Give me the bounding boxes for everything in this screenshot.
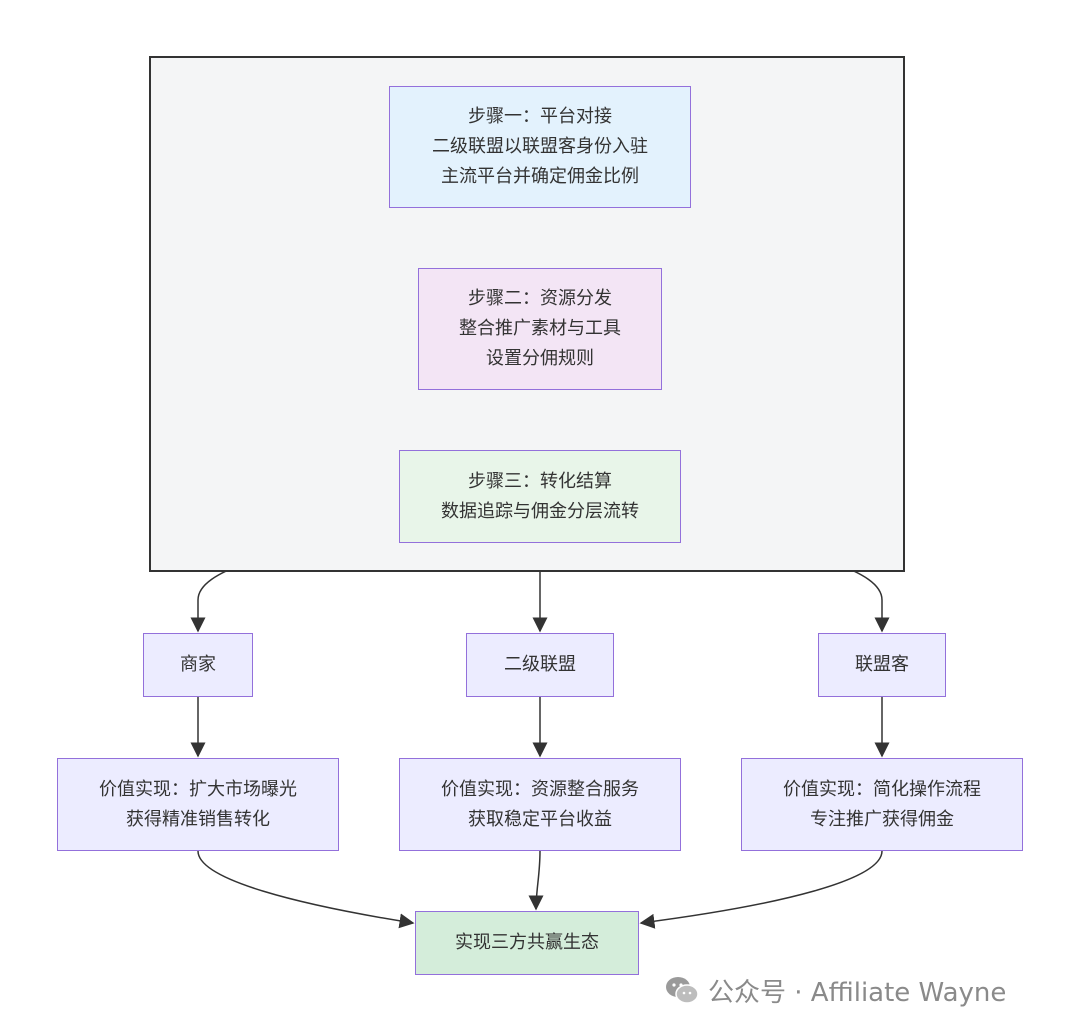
watermark: 公众号 · Affiliate Wayne <box>664 970 1006 1010</box>
watermark-text: 公众号 · Affiliate Wayne <box>708 977 1007 1008</box>
secondary-value-node: 价值实现：资源整合服务 获取稳定平台收益 <box>399 758 681 851</box>
step3-line-1: 步骤三：转化结算 <box>468 470 612 492</box>
step2-line-3: 设置分佣规则 <box>486 348 594 369</box>
step1-line-3: 主流平台并确定佣金比例 <box>441 166 639 187</box>
affiliate-node: 联盟客 <box>818 633 946 697</box>
merchant-value-line-2: 获得精准销售转化 <box>126 808 270 830</box>
step1-line-2: 二级联盟以联盟客身份入驻 <box>432 136 648 157</box>
merchant-value-node: 价值实现：扩大市场曝光 获得精准销售转化 <box>57 758 339 851</box>
edge-secondaryvalue-final <box>528 850 544 911</box>
step1-line-1: 步骤一：平台对接 <box>468 106 612 127</box>
step1-node: 步骤一：平台对接 二级联盟以联盟客身份入驻 主流平台并确定佣金比例 <box>389 86 691 208</box>
step3-node: 步骤三：转化结算 数据追踪与佣金分层流转 <box>399 450 681 543</box>
step2-line-2: 整合推广素材与工具 <box>459 318 621 339</box>
merchant-node: 商家 <box>143 633 253 697</box>
step2-line-1: 步骤二：资源分发 <box>468 288 612 309</box>
secondary-alliance-label: 二级联盟 <box>504 654 576 675</box>
merchant-value-line-1: 价值实现：扩大市场曝光 <box>99 778 297 800</box>
affiliate-value-node: 价值实现：简化操作流程 专注推广获得佣金 <box>741 758 1023 851</box>
win-win-ecosystem-node: 实现三方共赢生态 <box>415 911 639 975</box>
affiliate-value-line-1: 价值实现：简化操作流程 <box>783 778 981 800</box>
edge-affiliatevalue-final <box>639 850 883 929</box>
affiliate-value-line-2: 专注推广获得佣金 <box>810 808 954 830</box>
secondary-value-line-2: 获取稳定平台收益 <box>468 808 612 830</box>
wechat-icon <box>666 977 699 1004</box>
affiliate-label: 联盟客 <box>855 654 909 675</box>
secondary-value-line-1: 价值实现：资源整合服务 <box>441 778 639 800</box>
edge-merchantvalue-final <box>197 850 415 929</box>
win-win-ecosystem-label: 实现三方共赢生态 <box>455 932 599 953</box>
step3-line-2: 数据追踪与佣金分层流转 <box>441 500 639 522</box>
step2-node: 步骤二：资源分发 整合推广素材与工具 设置分佣规则 <box>418 268 662 390</box>
merchant-label: 商家 <box>180 654 216 675</box>
secondary-alliance-node: 二级联盟 <box>466 633 614 697</box>
